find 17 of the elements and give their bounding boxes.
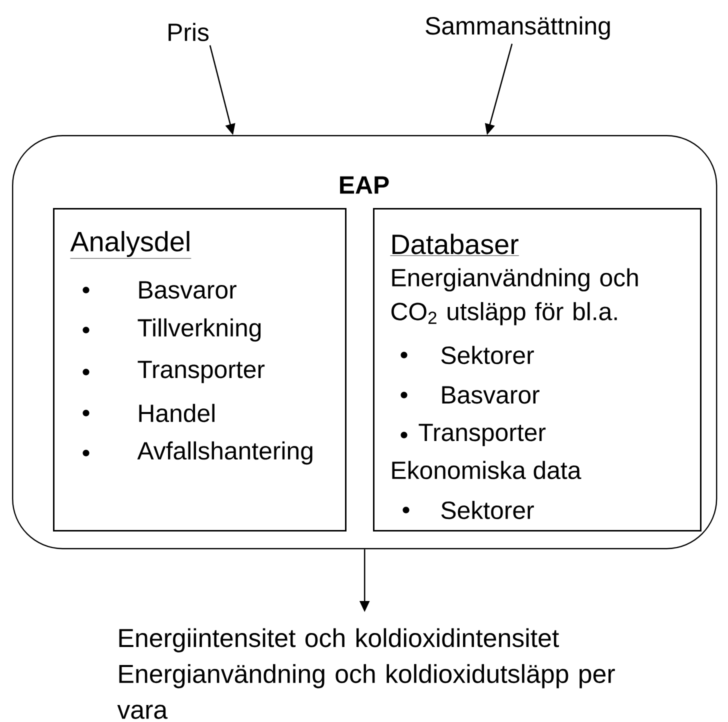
panel-text: Ekonomiska data: [392, 460, 582, 480]
bullet-item: Avfallshantering: [82, 441, 312, 465]
bullet-item: Transporter: [82, 360, 265, 384]
input-label: Sammansättning: [426, 16, 610, 40]
input-label: Pris: [168, 22, 209, 42]
bullet-item: Sektorer: [400, 346, 534, 364]
output-text: Energiintensitet och koldioxidintensitet Energianvändning och koldioxidutsläpp per vara: [117, 628, 615, 719]
bullet-item: Tillverkning: [82, 318, 261, 342]
bullet-item: Sektorer: [402, 500, 534, 520]
bullet-item: Basvaror: [82, 281, 236, 299]
bullet-item: Basvaror: [400, 386, 540, 404]
panel-heading: Analysdel: [70, 231, 192, 259]
panel-text: Energianvändning och CO$_{2}$ utsläpp för bl.a.: [391, 268, 638, 326]
bullet-item: Handel: [82, 404, 214, 422]
box-title: EAP: [340, 176, 389, 194]
bullet-item: Transporter: [400, 424, 546, 446]
panel-heading: Databaser: [390, 234, 520, 256]
